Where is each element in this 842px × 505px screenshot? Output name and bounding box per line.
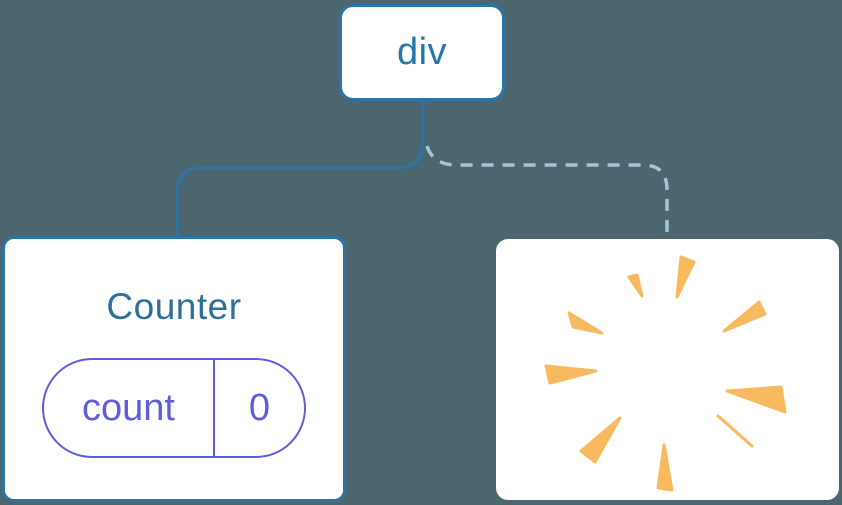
poof-starburst-icon [544, 255, 787, 492]
solid-link-div-to-counter [175, 101, 425, 237]
tree-node-div-label: div [396, 31, 448, 73]
poof-ray [544, 364, 598, 385]
poof-ray [567, 311, 604, 335]
state-value: 0 [248, 386, 271, 429]
poof-ray [627, 273, 644, 298]
poof-ray [675, 255, 696, 299]
tree-node-div: div [339, 4, 505, 101]
state-badge: count 0 [42, 358, 306, 458]
poof-ray [722, 300, 767, 333]
counter-title: Counter [106, 286, 242, 327]
dashed-link-div-to-removed [425, 145, 669, 240]
state-name: count [44, 360, 215, 456]
tree-node-removed [496, 239, 839, 500]
tree-node-counter: Counter count 0 [2, 236, 346, 502]
poof-ray [716, 414, 754, 448]
poof-ray [725, 385, 787, 414]
poof-ray [656, 443, 674, 492]
poof-ray [579, 416, 622, 464]
